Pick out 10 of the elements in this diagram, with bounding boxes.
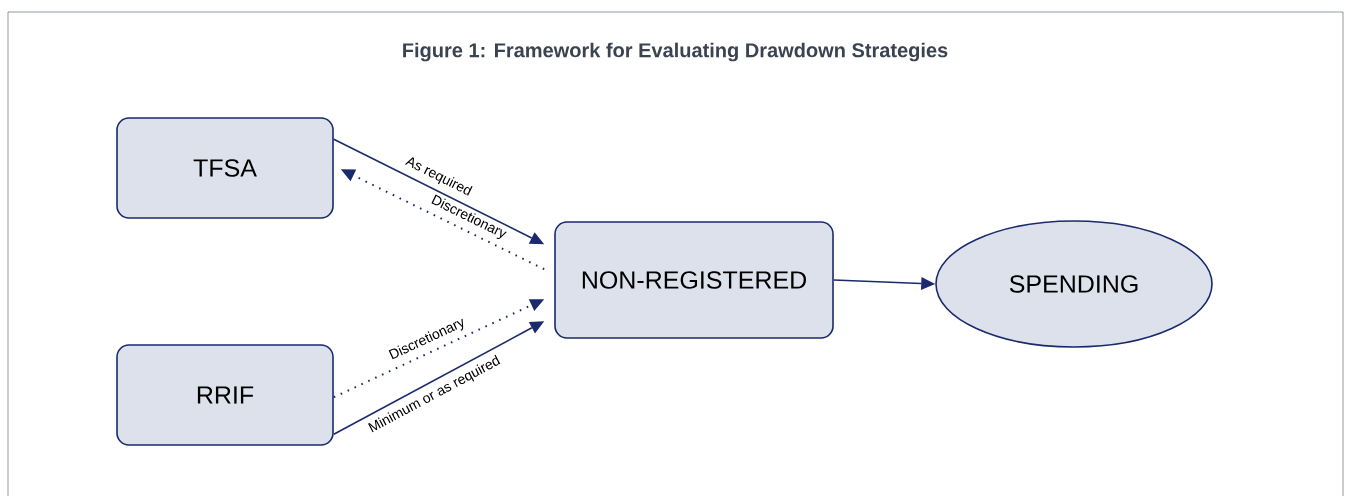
process-box: RRIF xyxy=(116,344,334,446)
process-box: NON-REGISTERED xyxy=(554,221,834,339)
arrow xyxy=(333,138,545,245)
arrow xyxy=(333,321,545,435)
arrow xyxy=(332,299,545,399)
process-box: TFSA xyxy=(116,117,334,219)
arrow xyxy=(833,276,936,290)
ellipse-node: SPENDING xyxy=(935,220,1213,348)
arrow xyxy=(340,169,546,271)
title: Figure 1: Framework for Evaluating Drawdown Strategies xyxy=(403,42,948,62)
